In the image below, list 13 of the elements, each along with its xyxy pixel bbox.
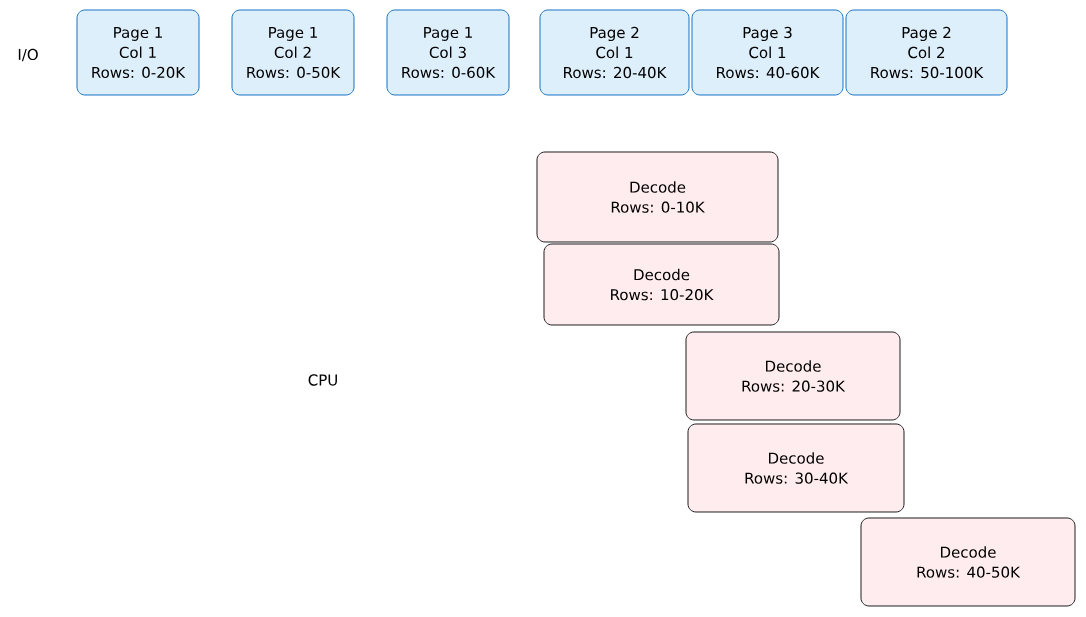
process-box: Decode Rows: 40-50K [860, 517, 1076, 607]
lane-label: I/O [18, 48, 38, 62]
process-box: Decode Rows: 10-20K [543, 243, 780, 326]
process-box: Decode Rows: 20-30K [685, 331, 901, 421]
process-box: Page 3 Col 1 Rows: 40-60K [691, 9, 844, 96]
process-box: Page 2 Col 2 Rows: 50-100K [845, 9, 1008, 96]
process-box: Decode Rows: 30-40K [687, 423, 905, 513]
process-box: Page 1 Col 1 Rows: 0-20K [76, 9, 200, 96]
process-box: Page 1 Col 2 Rows: 0-50K [231, 9, 355, 96]
process-box: Page 2 Col 1 Rows: 20-40K [539, 9, 690, 96]
lane-label: CPU [308, 374, 337, 386]
process-box: Page 1 Col 3 Rows: 0-60K [386, 9, 510, 96]
process-box: Decode Rows: 0-10K [536, 151, 779, 243]
